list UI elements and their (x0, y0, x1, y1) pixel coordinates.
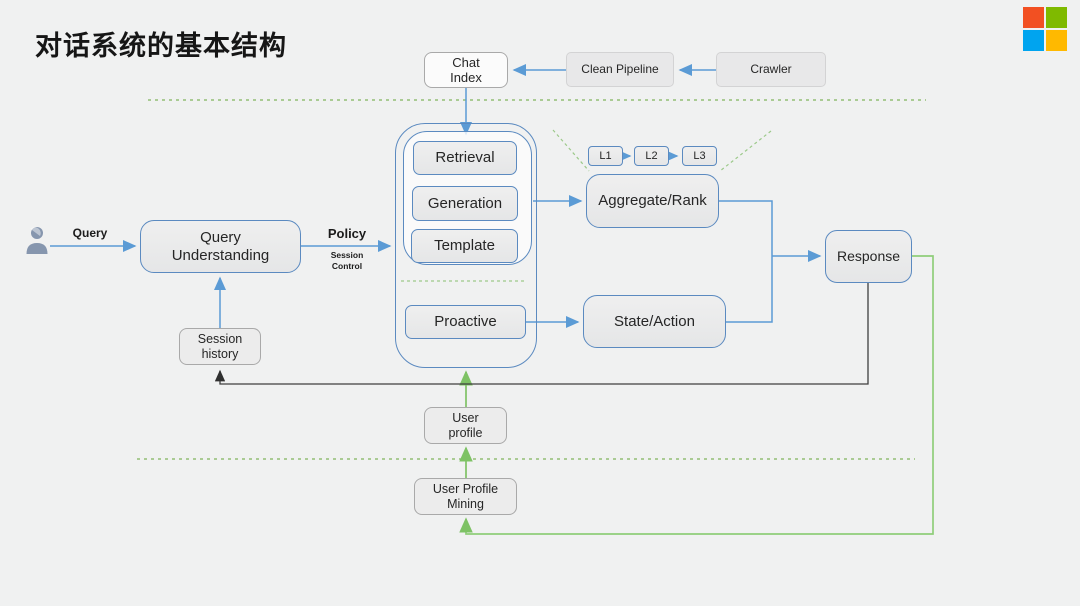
node-query-understanding: Query Understanding (140, 220, 301, 273)
node-template: Template (411, 229, 518, 263)
answer-generation-container (395, 123, 537, 368)
elbow-aggregate-state-merge (719, 200, 773, 323)
logo-square-yellow (1046, 30, 1067, 51)
feedback-response-to-session-history (214, 283, 869, 385)
node-session-history: Session history (179, 328, 261, 365)
logo-square-green (1046, 7, 1067, 28)
dashed-funnel-left (552, 129, 590, 172)
node-generation: Generation (412, 186, 518, 221)
logo-square-red (1023, 7, 1044, 28)
node-crawler: Crawler (716, 52, 826, 87)
node-user-profile-mining: User Profile Mining (414, 478, 517, 515)
node-l3: L3 (682, 146, 717, 166)
node-response: Response (825, 230, 912, 283)
node-user-profile: User profile (424, 407, 507, 444)
node-l1: L1 (588, 146, 623, 166)
node-clean-pipeline: Clean Pipeline (566, 52, 674, 87)
label-query: Query (72, 226, 108, 240)
node-state-action: State/Action (583, 295, 726, 348)
label-session-control: Session Control (330, 250, 364, 272)
label-policy: Policy (327, 226, 367, 241)
node-l2: L2 (634, 146, 669, 166)
node-aggregate-rank: Aggregate/Rank (586, 174, 719, 228)
node-retrieval: Retrieval (413, 141, 517, 175)
node-proactive: Proactive (405, 305, 526, 339)
page-title: 对话系统的基本结构 (35, 31, 287, 61)
dashed-funnel-right (719, 130, 772, 172)
node-chat-index: Chat Index (424, 52, 508, 88)
logo-square-blue (1023, 30, 1044, 51)
user-icon (26, 227, 48, 254)
